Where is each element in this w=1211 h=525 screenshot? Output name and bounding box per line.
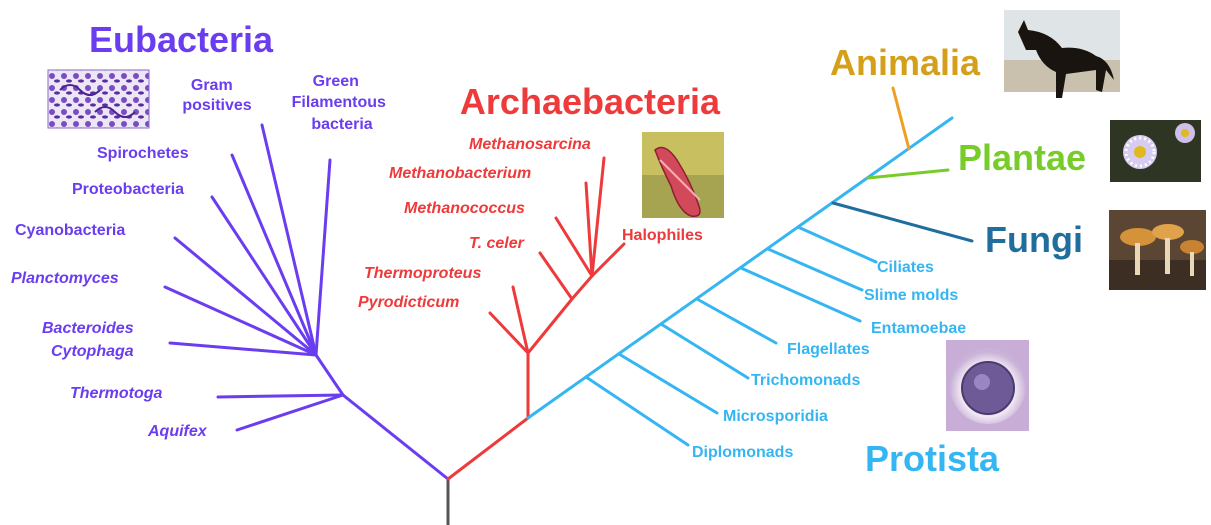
- plantae-branch: [868, 170, 948, 178]
- label-cyanobacteria: Cyanobacteria: [15, 222, 125, 239]
- label-bacteroides-cytophaga: Bacteroides Cytophaga: [42, 320, 138, 360]
- label-green-filamentous-bacteria: Green Filamentous bacteria: [292, 73, 391, 133]
- fungi-title: Fungi: [985, 219, 1083, 260]
- label-microsporidia: Microsporidia: [723, 408, 828, 425]
- mushroom-photo: [1109, 210, 1206, 290]
- label-flagellates: Flagellates: [787, 341, 870, 358]
- label-diplomonads: Diplomonads: [692, 444, 793, 461]
- label-gram-positives: Gram positives: [182, 77, 251, 114]
- aster-flower-photo: [1110, 120, 1201, 182]
- label-thermoproteus: Thermoproteus: [364, 265, 481, 282]
- label-t-celer: T. celer: [469, 235, 525, 252]
- label-pyrodicticum: Pyrodicticum: [358, 294, 459, 311]
- protista-branches: [528, 118, 952, 445]
- fungi-branch: [833, 203, 972, 241]
- archaea-micrograph: [642, 132, 724, 218]
- protist-cell-micrograph: [946, 340, 1029, 431]
- protista-title: Protista: [865, 438, 1000, 479]
- label-halophiles: Halophiles: [622, 227, 703, 244]
- animalia-branch: [893, 88, 909, 149]
- eubacteria-title: Eubacteria: [89, 19, 274, 60]
- label-methanobacterium: Methanobacterium: [389, 165, 531, 182]
- archaebacteria-title: Archaebacteria: [460, 81, 721, 122]
- label-spirochetes: Spirochetes: [97, 145, 189, 162]
- animalia-title: Animalia: [830, 42, 981, 83]
- protista-labels: Ciliates Slime molds Entamoebae Flagella…: [692, 259, 966, 461]
- plantae-title: Plantae: [958, 137, 1086, 178]
- label-trichomonads: Trichomonads: [751, 372, 860, 389]
- label-planctomyces: Planctomyces: [11, 270, 119, 287]
- label-slime-molds: Slime molds: [864, 287, 958, 304]
- bacteria-micrograph: [48, 70, 149, 128]
- dog-photo: [1004, 10, 1120, 98]
- label-aquifex: Aquifex: [147, 423, 208, 440]
- label-ciliates: Ciliates: [877, 259, 934, 276]
- label-methanococcus: Methanococcus: [404, 200, 525, 217]
- label-methanosarcina: Methanosarcina: [469, 136, 591, 153]
- label-entamoebae: Entamoebae: [871, 320, 966, 337]
- label-thermotoga: Thermotoga: [70, 385, 163, 402]
- label-proteobacteria: Proteobacteria: [72, 181, 184, 198]
